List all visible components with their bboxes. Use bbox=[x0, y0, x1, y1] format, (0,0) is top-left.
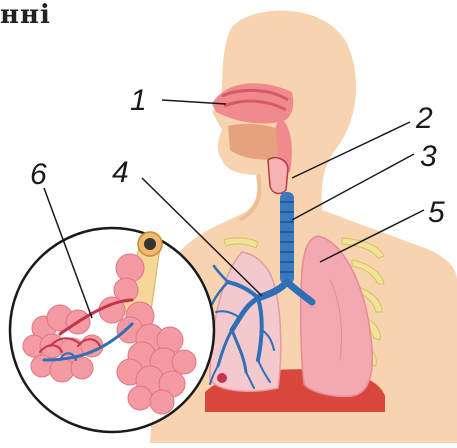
label-2: 2 bbox=[415, 102, 433, 135]
header-partial-text: нні bbox=[0, 0, 51, 30]
label-4: 4 bbox=[112, 156, 129, 189]
alveoli-inset-magnifier bbox=[10, 228, 214, 432]
larynx bbox=[268, 158, 288, 194]
alveolus-marker bbox=[217, 373, 227, 383]
label-6: 6 bbox=[30, 158, 47, 191]
label-3: 3 bbox=[420, 140, 437, 173]
label-5: 5 bbox=[428, 196, 445, 229]
trachea bbox=[280, 192, 294, 284]
label-1: 1 bbox=[130, 84, 147, 117]
